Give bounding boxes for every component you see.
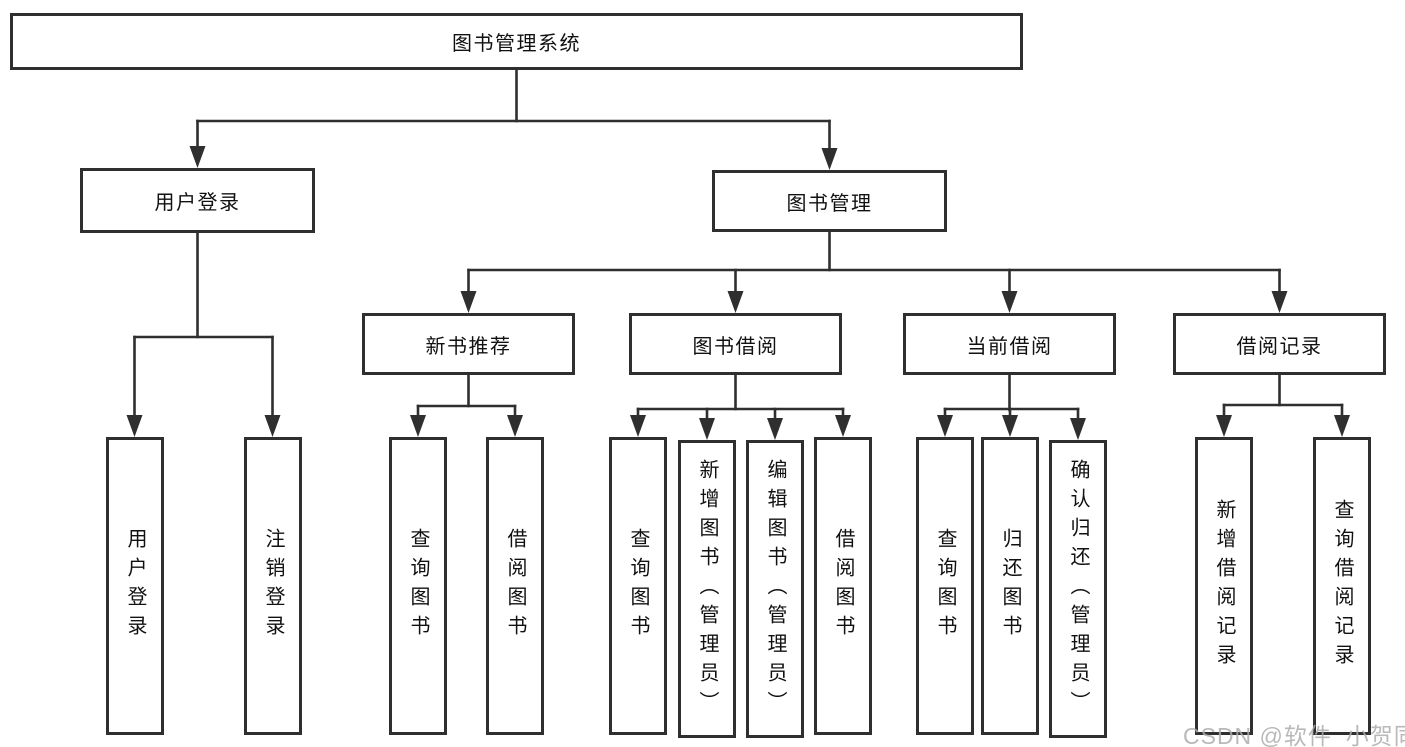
node-label: 图书管理 <box>786 192 873 215</box>
node-label: 用户登录 <box>154 192 241 214</box>
leaf-label: 新增借阅记录 <box>1213 499 1235 673</box>
leaf-query-books-current: 查询图书 <box>916 437 974 735</box>
node-label: 图书借阅 <box>692 335 779 358</box>
node-label: 图书管理系统 <box>452 33 581 55</box>
leaf-label: 查询图书 <box>627 528 649 644</box>
leaf-label: 归还图书 <box>999 528 1021 644</box>
leaf-edit-book-admin: 编辑图书（管理员） <box>746 440 804 738</box>
leaf-confirm-return-admin: 确认归还（管理员） <box>1049 440 1107 738</box>
node-book-borrowing: 图书借阅 <box>629 313 842 375</box>
node-borrowing-records: 借阅记录 <box>1173 313 1386 375</box>
csdn-watermark: CSDN @软件_小贺同学 <box>1183 723 1405 747</box>
node-label: 借阅记录 <box>1236 335 1323 358</box>
node-user-login: 用户登录 <box>80 168 315 233</box>
leaf-label: 用户登录 <box>124 528 146 644</box>
node-label: 新书推荐 <box>425 335 512 358</box>
leaf-label: 新增图书（管理员） <box>696 458 718 720</box>
node-new-book-recommend: 新书推荐 <box>362 313 575 375</box>
node-label: 当前借阅 <box>966 335 1053 358</box>
node-library-management-system: 图书管理系统 <box>10 13 1023 70</box>
leaf-add-borrow-record: 新增借阅记录 <box>1195 437 1253 735</box>
leaf-return-book: 归还图书 <box>981 437 1039 735</box>
leaf-query-books-recommend: 查询图书 <box>389 437 447 735</box>
leaf-query-borrow-record: 查询借阅记录 <box>1313 437 1371 735</box>
leaf-label: 确认归还（管理员） <box>1067 458 1089 720</box>
leaf-label: 借阅图书 <box>832 528 854 644</box>
leaf-user-login: 用户登录 <box>106 437 164 735</box>
leaf-label: 查询图书 <box>934 528 956 644</box>
leaf-query-books-borrowing: 查询图书 <box>609 437 667 735</box>
leaf-borrow-books-recommend: 借阅图书 <box>486 437 544 735</box>
leaf-label: 查询借阅记录 <box>1331 499 1353 673</box>
leaf-add-book-admin: 新增图书（管理员） <box>678 440 736 738</box>
node-current-borrowing: 当前借阅 <box>903 313 1116 375</box>
leaf-borrow-books-borrowing: 借阅图书 <box>814 437 872 735</box>
node-book-management: 图书管理 <box>712 170 947 232</box>
leaf-label: 注销登录 <box>262 528 284 644</box>
leaf-label: 查询图书 <box>407 528 429 644</box>
leaf-label: 编辑图书（管理员） <box>764 458 786 720</box>
leaf-label: 借阅图书 <box>504 528 526 644</box>
leaf-logout: 注销登录 <box>244 437 302 735</box>
